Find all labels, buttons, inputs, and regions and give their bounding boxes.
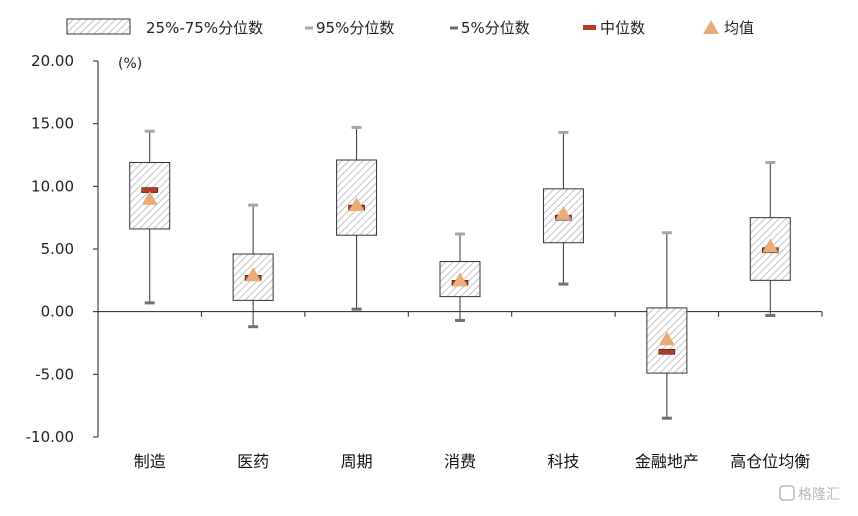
box-group (336, 125, 378, 311)
box-group (542, 130, 584, 286)
y-tick-label: -5.00 (35, 365, 74, 383)
x-category-label: 医药 (237, 452, 269, 471)
median-marker (658, 348, 676, 355)
watermark: 格隆汇 (779, 485, 840, 503)
legend-iqr-label: 25%-75%分位数 (146, 19, 263, 37)
y-tick-label: 15.00 (31, 115, 74, 133)
legend-p95-label: 95%分位数 (316, 19, 394, 37)
mean-marker (762, 238, 779, 253)
y-tick-label: 5.00 (41, 240, 74, 258)
mean-marker (141, 190, 158, 205)
legend-item-iqr: 25%-75%分位数 (66, 18, 263, 37)
legend-item-p5: 5%分位数 (450, 19, 530, 37)
box-group (646, 231, 688, 420)
x-category-label: 科技 (547, 452, 579, 471)
mean-marker (348, 197, 365, 212)
y-tick-label: -10.00 (26, 428, 74, 446)
legend-mean-swatch (703, 20, 719, 34)
watermark-text: 格隆汇 (798, 487, 840, 503)
y-tick-label: 20.00 (31, 52, 74, 70)
x-category-label: 消费 (444, 452, 476, 471)
legend-iqr-swatch (66, 18, 131, 35)
watermark-logo-icon (779, 485, 795, 501)
legend-mean-label: 均值 (724, 19, 754, 37)
unit-label: (%) (118, 56, 142, 72)
y-tick-label: 0.00 (41, 303, 74, 321)
legend-median-label: 中位数 (600, 19, 645, 37)
box-group (749, 161, 791, 317)
x-category-label: 高仓位均衡 (730, 452, 810, 471)
legend-item-p95: 95%分位数 (305, 19, 394, 37)
legend-median-swatch (583, 25, 596, 30)
box-group (439, 232, 481, 322)
mean-marker (555, 205, 572, 220)
legend-p5-label: 5%分位数 (461, 19, 530, 37)
y-tick-label: 10.00 (31, 177, 74, 195)
legend-item-median: 中位数 (583, 19, 645, 37)
x-category-label: 制造 (134, 452, 166, 471)
mean-marker (452, 272, 468, 287)
mean-marker (245, 267, 262, 282)
x-category-label: 周期 (341, 452, 373, 471)
box-group (232, 203, 274, 329)
x-category-label: 金融地产 (635, 452, 699, 471)
legend-item-mean: 均值 (703, 19, 754, 37)
mean-marker (658, 331, 675, 346)
box-group (129, 129, 171, 305)
